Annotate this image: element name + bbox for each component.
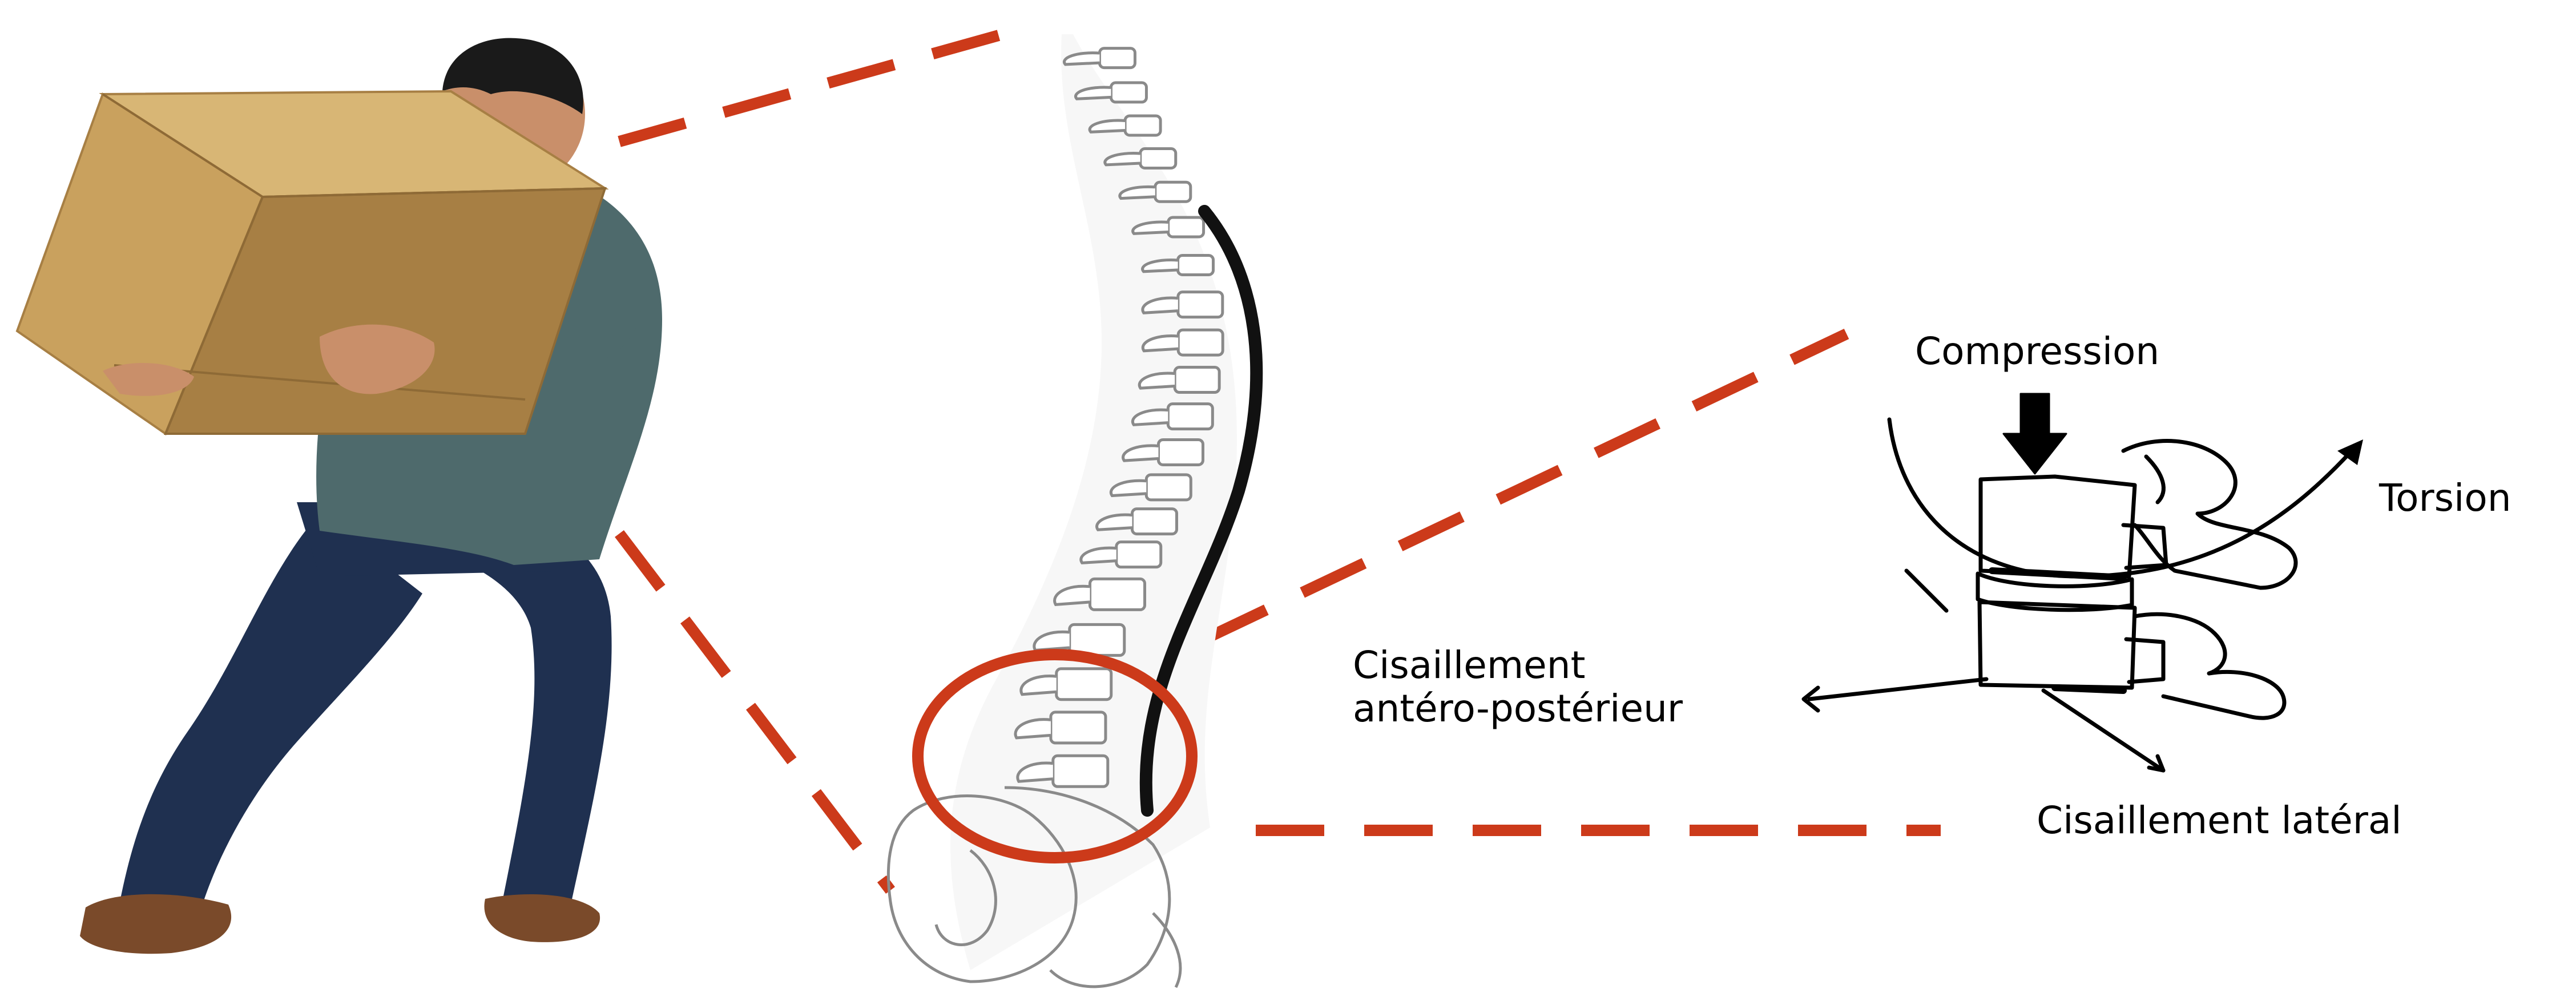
vertebra-body	[1057, 669, 1111, 700]
spine-lateral-view	[888, 34, 1256, 987]
vertebra-body	[1158, 439, 1203, 465]
vertebra-body	[1051, 712, 1106, 743]
lower-shading	[2055, 688, 2123, 691]
shear-back-arrow-line	[1906, 571, 1946, 611]
label-compression: Compression	[1915, 330, 2159, 373]
vertebra-body	[1168, 404, 1212, 429]
right-shoe	[484, 894, 600, 942]
shear-lateral-arrow-line	[2043, 691, 2163, 770]
label-shear-antero-posterior: Cisaillement antéro-postérieur	[1353, 644, 1683, 730]
person-lifting-box	[17, 38, 662, 954]
vertebra-body	[1099, 49, 1135, 68]
vertebra-body	[1132, 509, 1176, 534]
left-shoe	[80, 894, 231, 954]
vertebra-body	[1140, 149, 1176, 168]
label-shear-lateral: Cisaillement latéral	[2037, 799, 2402, 842]
vertebra-body	[1155, 182, 1191, 201]
compression-arrow-icon	[2003, 394, 2066, 474]
vertebra-body	[1116, 542, 1161, 567]
vertebra-body	[1178, 330, 1223, 355]
jeans	[120, 502, 612, 913]
vertebra-body	[1111, 83, 1146, 102]
label-shear-ap-line2: antéro-postérieur	[1353, 687, 1683, 730]
vertebra-body	[1178, 255, 1214, 275]
lower-posterior-elements	[2135, 614, 2284, 718]
vertebra-body	[1125, 116, 1160, 135]
callout-line-upper-right	[1204, 334, 1847, 639]
vertebra-body	[1178, 292, 1223, 317]
upper-vertebral-body	[1981, 477, 2135, 576]
callout-lines	[619, 26, 1941, 890]
spine-shading	[950, 34, 1237, 970]
upper-facet	[2146, 457, 2163, 502]
shear-ap-arrow-line	[1809, 679, 1986, 699]
vertebra-body	[1090, 579, 1145, 610]
label-shear-ap-line1: Cisaillement	[1353, 644, 1683, 687]
vertebra-body	[1053, 756, 1108, 786]
label-torsion: Torsion	[2379, 477, 2512, 520]
callout-line-bottom	[619, 534, 890, 890]
vertebra-body	[1175, 368, 1219, 393]
vertebra-body	[1146, 475, 1191, 500]
vertebral-segment	[1804, 394, 2352, 770]
callout-line-top	[619, 26, 1033, 142]
vertebra-body	[1168, 217, 1204, 237]
cardboard-box	[17, 91, 605, 434]
lower-vertebral-body	[1980, 602, 2135, 688]
torsion-arc	[1889, 419, 2352, 576]
